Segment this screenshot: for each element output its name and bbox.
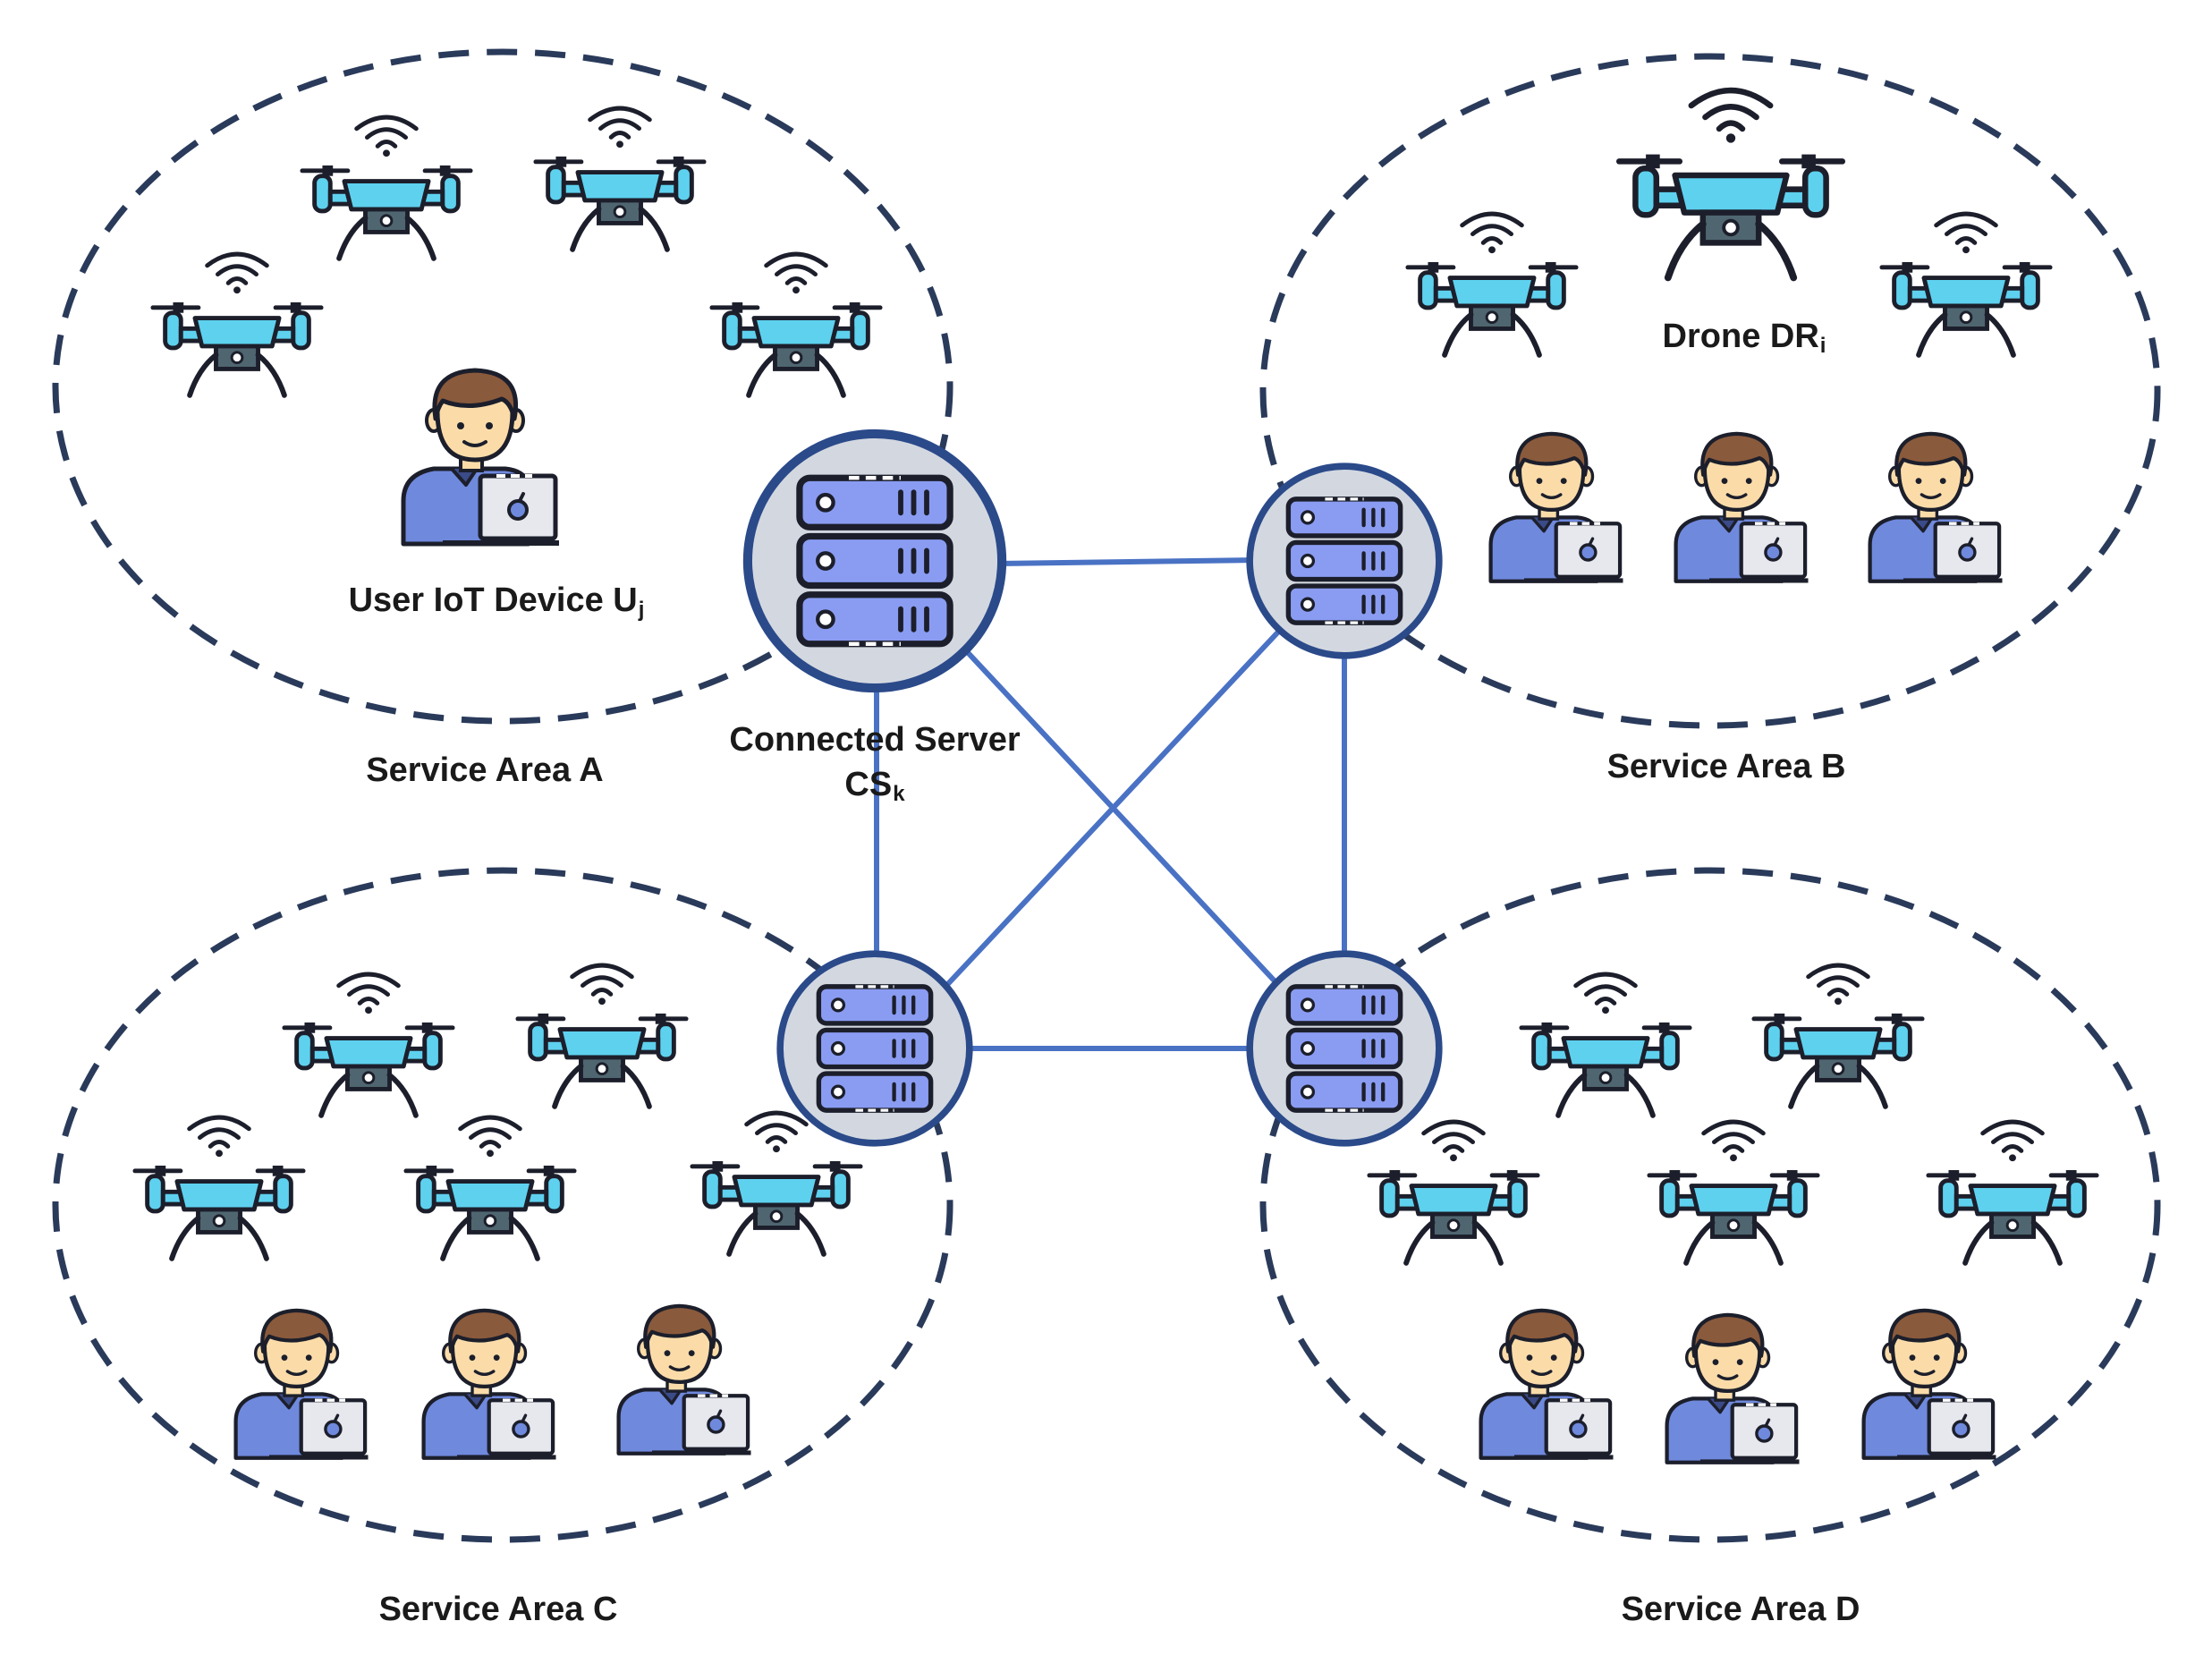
user-b2 <box>1676 434 1809 583</box>
service-area-c-label: Service Area C <box>378 1591 618 1628</box>
service-area-c-boundary <box>52 867 953 1543</box>
user-b3 <box>1870 434 2003 583</box>
drone-a3 <box>153 254 321 395</box>
service-area-a-label: Service Area A <box>366 751 604 789</box>
drone-a4 <box>712 254 880 395</box>
server-main <box>748 434 1002 688</box>
user-d1 <box>1481 1311 1614 1460</box>
service-area-b-label: Service Area B <box>1606 748 1846 785</box>
user-c1 <box>236 1311 369 1460</box>
server-b <box>1250 466 1439 656</box>
user-d2 <box>1667 1315 1800 1464</box>
server-d <box>1250 954 1439 1143</box>
link-cs-a-b <box>995 557 1258 566</box>
user-a1 <box>403 370 559 546</box>
drone-c1 <box>284 974 453 1116</box>
drone-b1 <box>1408 214 1576 355</box>
drone-c2 <box>518 965 686 1107</box>
user-device-label: User IoT Device Uj <box>348 581 645 622</box>
drone-b2 <box>1882 214 2050 355</box>
drone-d4 <box>1649 1122 1818 1263</box>
drone-c4 <box>406 1117 574 1259</box>
link-cs-a-d <box>959 643 1295 1003</box>
service-area-a-boundary <box>52 48 953 725</box>
server-label: Connected Server CSk <box>729 721 1021 806</box>
service-area-b-boundary <box>1259 53 2161 729</box>
user-c2 <box>424 1311 556 1460</box>
drone-d3 <box>1369 1122 1538 1263</box>
link-cs-b-c <box>941 624 1286 991</box>
user-b1 <box>1491 434 1623 583</box>
service-area-d-boundary <box>1259 867 2161 1543</box>
drone-c3 <box>135 1117 303 1259</box>
service-area-d-label: Service Area D <box>1621 1591 1860 1628</box>
drone-a2 <box>536 108 704 250</box>
drone-d1 <box>1521 974 1690 1116</box>
user-d3 <box>1864 1311 1996 1460</box>
drone-b-featured <box>1619 90 1843 277</box>
drone-a1 <box>302 117 470 259</box>
drone-d5 <box>1928 1122 2097 1263</box>
drone-label: Drone DRi <box>1662 318 1826 358</box>
drone-d2 <box>1754 965 1922 1107</box>
user-c3 <box>619 1306 751 1456</box>
server-c <box>780 954 970 1143</box>
